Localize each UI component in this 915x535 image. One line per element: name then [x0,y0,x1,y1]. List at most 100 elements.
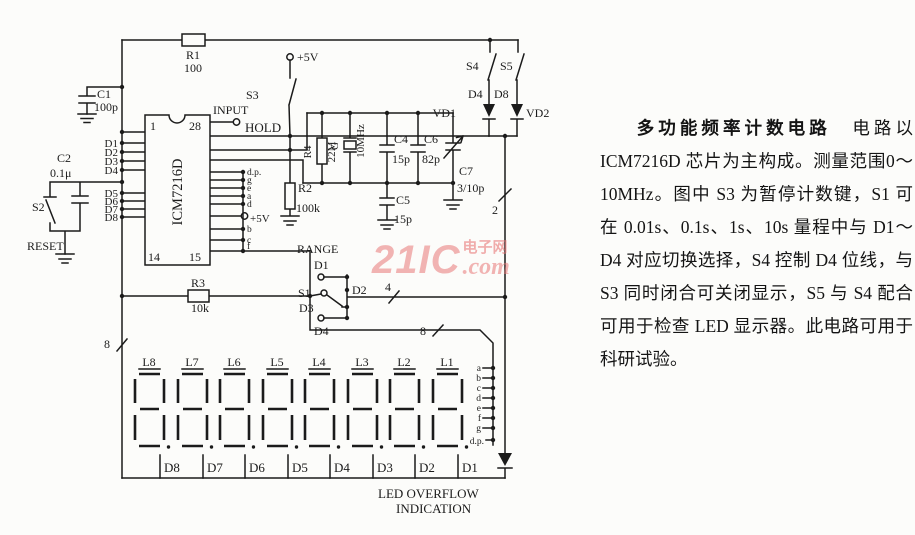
d8-top-label: D8 [494,87,509,101]
r3-value-label: 10k [191,301,209,315]
ic-pin-d8-label: D8 [105,212,119,224]
digit-label-l8: L8 [142,355,155,369]
seg-pin-e-label: e [247,184,251,194]
seven-segment-display [133,372,470,451]
r2-value-label: 100k [296,201,320,215]
segbus-c-label: c [477,384,481,394]
digit-label-l7: L7 [185,355,198,369]
digit-line-d5: D5 [292,460,308,475]
segbus-e-label: e [477,404,481,414]
digit-label-l1: L1 [440,355,453,369]
ic-pin28-label: 28 [189,119,201,133]
digit-line-d8: D8 [164,460,180,475]
hold-label: HOLD [245,120,281,135]
seg-pin-dp-label: d.p. [247,168,261,178]
resistor-r4-body [316,137,328,165]
seg-pin-c-label: c [247,236,251,246]
digit-line-d3: D3 [377,460,393,475]
c6-ref-label: C6 [424,132,438,146]
digit-line-d1: D1 [462,460,478,475]
circuit-description: 多功能频率计数电路 电路以ICM7216D 芯片为主构成。测量范围0～10MHz… [600,112,913,376]
c5-ref-label: C5 [396,193,410,207]
s1-label: S1 [298,286,311,300]
overflow-caption-line2: INDICATION [396,501,472,516]
r2-ref-label: R2 [298,181,312,195]
overflow-caption-line1: LED OVERFLOW [378,486,479,501]
d4-top-label: D4 [468,87,483,101]
ic-pin-d2-label: D2 [105,147,118,159]
c7-ref-label: C7 [459,164,473,178]
ic-name-label: ICM7216D [170,159,186,226]
range-d1-label: D1 [314,258,329,272]
s3-label: S3 [246,88,259,102]
r3-ref-label: R3 [191,276,205,290]
c6-value-label: 82p [422,152,440,166]
resistor-r3-body [187,289,210,303]
ic-pin-d5-label: D5 [105,188,119,200]
crystal-value-label: 10MHz [355,124,367,158]
diode-vd1-symbol [483,104,495,117]
diode-vd2-symbol [511,104,523,117]
segbus-b-label: b [476,374,481,384]
plus5v-top-label: +5V [297,50,319,64]
range-d3-label: D3 [299,301,314,315]
digit-label-l5: L5 [270,355,283,369]
resistor-r1-body [181,33,206,47]
ic-pin-d7-label: D7 [105,204,119,216]
seg-pin-g-label: g [247,176,252,186]
vd2-label: VD2 [526,106,549,120]
r4-value-label: 22M [326,141,338,162]
bus2-label: 2 [492,203,498,217]
segbus-dp-label: d.p. [470,437,484,447]
r1-value-label: 100 [184,61,202,75]
description-body: 电路以ICM7216D 芯片为主构成。测量范围0～10MHz。图中 S3 为暂停… [600,118,913,369]
seg-pin-b-label: b [247,225,252,235]
digit-line-d7: D7 [207,460,223,475]
ic-pin-d6-label: D6 [105,196,119,208]
ic-chip-body [144,114,211,266]
range-title-label: RANGE [297,242,338,256]
digit-line-d4: D4 [334,460,350,475]
ic-pin-d3-label: D3 [105,156,119,168]
ic-pin14-label: 14 [148,250,160,264]
description-title: 多功能频率计数电路 [636,118,831,138]
segbus-f-label: f [478,413,482,424]
ic-pin1-label: 1 [150,119,156,133]
ic-pin-d1-label: D1 [105,138,118,150]
plus5v-mid-label: +5V [250,213,270,225]
c4-value-label: 15p [392,152,410,166]
c5-value-label: 15p [394,212,412,226]
segbus-a-label: a [477,364,482,374]
reset-label: RESET [27,239,64,253]
c1-ref-label: C1 [97,87,111,101]
crystal-ref-label: G [329,142,341,150]
input-label: INPUT [213,103,249,117]
digit-label-l4: L4 [312,355,325,369]
wire-network [43,39,525,479]
s2-label: S2 [32,200,45,214]
digit-line-d2: D2 [419,460,435,475]
segbus-d-label: d [476,394,481,404]
segbus-g-label: g [476,424,481,434]
c2-value-label: 0.1μ [50,166,71,180]
range-d2-label: D2 [352,283,367,297]
ic-pin-d4-label: D4 [105,165,119,177]
bus4-label: 4 [385,280,391,294]
c1-value-label: 100p [94,100,118,114]
s5-label: S5 [500,59,513,73]
bus8-segment-label: 8 [420,324,426,338]
c7-value-label: 3/10p [457,181,484,195]
bus8-left-label: 8 [104,337,110,351]
s4-label: S4 [466,59,479,73]
c4-ref-label: C4 [394,132,408,146]
ic-pin15-label: 15 [189,250,201,264]
digit-label-l3: L3 [355,355,368,369]
digit-label-l2: L2 [397,355,410,369]
junction-dots [119,37,508,443]
seg-pin-d-label: d [247,200,252,210]
r1-ref-label: R1 [186,48,200,62]
resistor-r2-body [284,182,296,210]
overflow-led-symbol [498,453,512,466]
